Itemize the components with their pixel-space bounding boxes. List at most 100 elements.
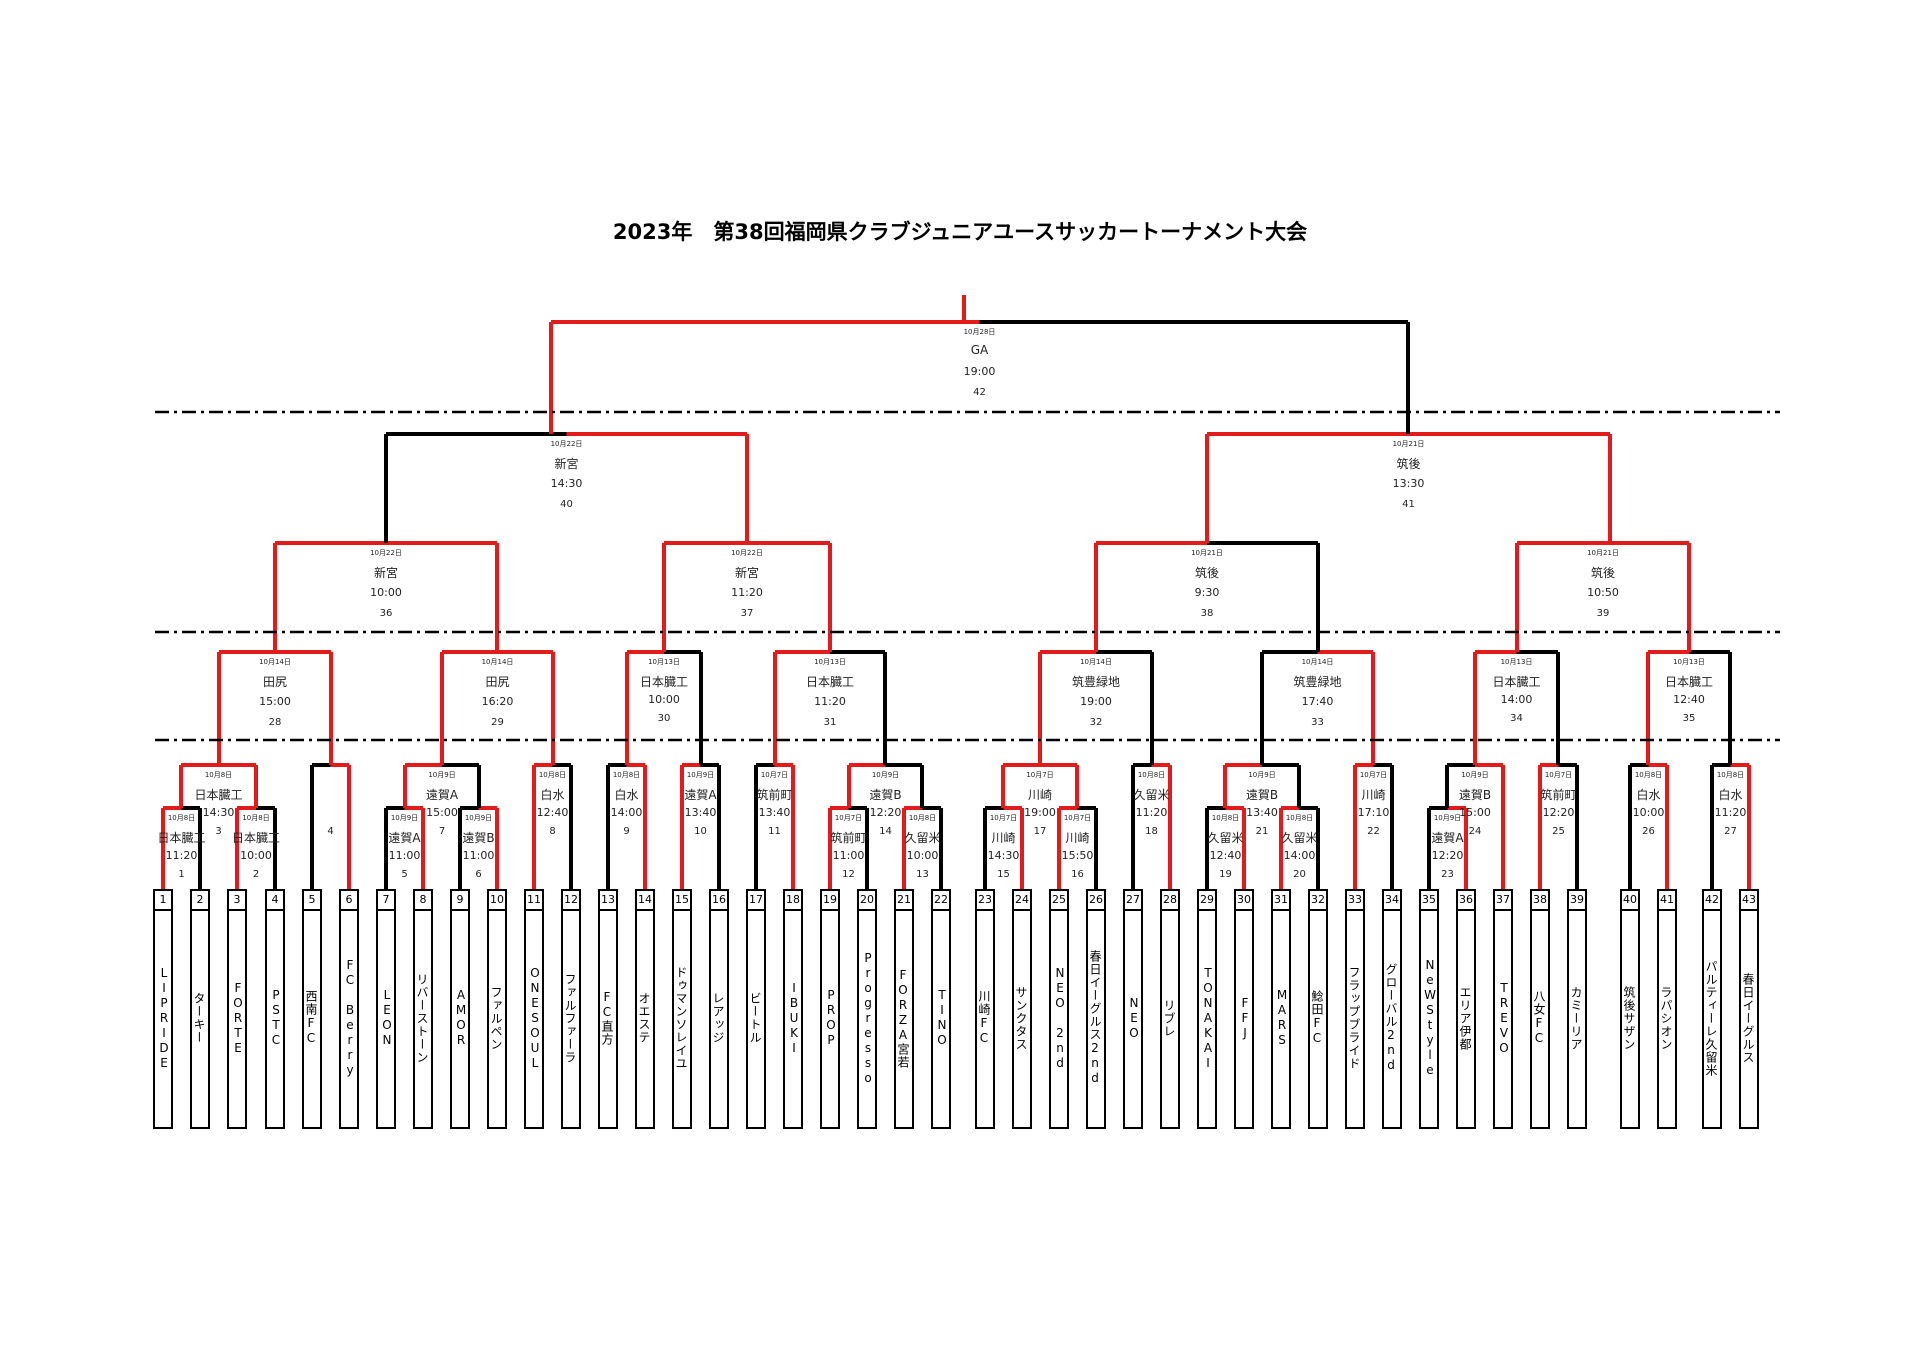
match-time: 14:30 <box>987 849 1020 862</box>
match-date: 10月9日 <box>1248 771 1276 779</box>
match-date: 10月9日 <box>686 771 715 779</box>
team-number: 7 <box>378 891 394 911</box>
match-number: 13 <box>916 869 929 880</box>
match-time: 17:40 <box>1301 695 1334 708</box>
match-time: 11:20 <box>731 586 763 599</box>
team-name: NEO <box>1127 995 1141 1041</box>
match-time: 12:40 <box>536 806 569 819</box>
match-time: 19:00 <box>1080 695 1112 708</box>
match-number: 9 <box>623 826 630 837</box>
team-name: Progresso <box>861 950 875 1086</box>
match-time: 16:20 <box>481 695 514 708</box>
match-date: 10月9日 <box>1433 814 1462 822</box>
match-date: 10月22日 <box>370 549 402 557</box>
match-time: 13:40 <box>684 806 717 819</box>
match-venue: 久留米 <box>1207 831 1244 845</box>
match-date: 10月8日 <box>242 814 270 822</box>
match-venue: 遠賀A <box>425 788 459 802</box>
match-venue: 筑後 <box>1396 457 1421 471</box>
team-name: LIPRIDE <box>157 965 171 1071</box>
match-venue: 白水 <box>540 788 565 802</box>
match-date: 10月21日 <box>1191 549 1223 557</box>
team-number: 19 <box>822 891 838 911</box>
team-name: パルティーレ久留米 <box>1704 959 1718 1077</box>
match-time: 10:00 <box>370 586 402 599</box>
match-date: 10月13日 <box>814 658 846 666</box>
team-number: 11 <box>526 891 542 911</box>
team-box: 5 西南FC <box>302 889 322 1129</box>
team-box: 42 パルティーレ久留米 <box>1702 889 1722 1129</box>
match-date: 10月13日 <box>1673 658 1705 666</box>
match-number: 42 <box>973 387 986 398</box>
match-time: 14:00 <box>1500 693 1533 706</box>
match-time: 15:00 <box>426 806 458 819</box>
match-date: 10月8日 <box>908 814 937 822</box>
match-venue: 新宮 <box>373 566 399 580</box>
match-venue: 筑後 <box>1590 566 1616 580</box>
match-number: 21 <box>1255 826 1269 837</box>
team-number: 30 <box>1236 891 1252 911</box>
match-venue: 川崎 <box>1065 831 1090 845</box>
match-time: 14:00 <box>610 806 643 819</box>
team-number: 10 <box>489 891 505 911</box>
match-time: 11:20 <box>165 849 198 862</box>
team-number: 27 <box>1125 891 1141 911</box>
match-time: 19:00 <box>1024 806 1056 819</box>
team-number: 43 <box>1741 891 1757 911</box>
team-name: PROP <box>824 988 838 1048</box>
match-time: 17:10 <box>1357 806 1390 819</box>
match-date: 10月14日 <box>1080 658 1112 666</box>
team-name: IBUKI <box>787 980 801 1056</box>
match-number: 31 <box>823 717 837 728</box>
match-date: 10月8日 <box>612 771 641 779</box>
match-time: 11:20 <box>1135 806 1168 819</box>
team-name: ターキー <box>192 992 206 1044</box>
team-name: LEON <box>380 988 394 1048</box>
match-date: 10月7日 <box>989 814 1018 822</box>
match-number: 33 <box>1311 717 1324 728</box>
team-name: AMOR <box>454 988 468 1048</box>
team-number: 42 <box>1704 891 1720 911</box>
team-name: ビートル <box>748 992 762 1044</box>
match-time: 11:00 <box>832 849 865 862</box>
match-venue: 筑豊緑地 <box>1293 675 1342 689</box>
match-venue: 日本臓工 <box>639 675 689 689</box>
match-number: 15 <box>997 869 1010 880</box>
team-name: ファルペン <box>489 985 503 1051</box>
match-number: 3 <box>215 826 222 837</box>
team-name: 西南FC <box>304 990 318 1046</box>
team-number: 28 <box>1162 891 1178 911</box>
match-number: 36 <box>379 608 393 619</box>
match-time: 12:40 <box>1673 693 1705 706</box>
match-time: 19:00 <box>963 365 996 378</box>
team-number: 5 <box>304 891 320 911</box>
match-venue: 遠賀B <box>869 788 902 802</box>
match-date: 10月22日 <box>550 440 583 448</box>
match-number: 30 <box>657 713 671 724</box>
match-time: 11:20 <box>1714 806 1747 819</box>
match-venue: 川崎 <box>1027 788 1053 802</box>
match-venue: GA <box>970 343 989 357</box>
team-number: 8 <box>415 891 431 911</box>
team-number: 21 <box>896 891 912 911</box>
team-number: 39 <box>1569 891 1585 911</box>
match-venue: 日本臓工 <box>805 675 855 689</box>
team-name: 鯰田FC <box>1310 990 1324 1046</box>
team-number: 12 <box>563 891 579 911</box>
team-name: TONAKAI <box>1201 965 1215 1071</box>
